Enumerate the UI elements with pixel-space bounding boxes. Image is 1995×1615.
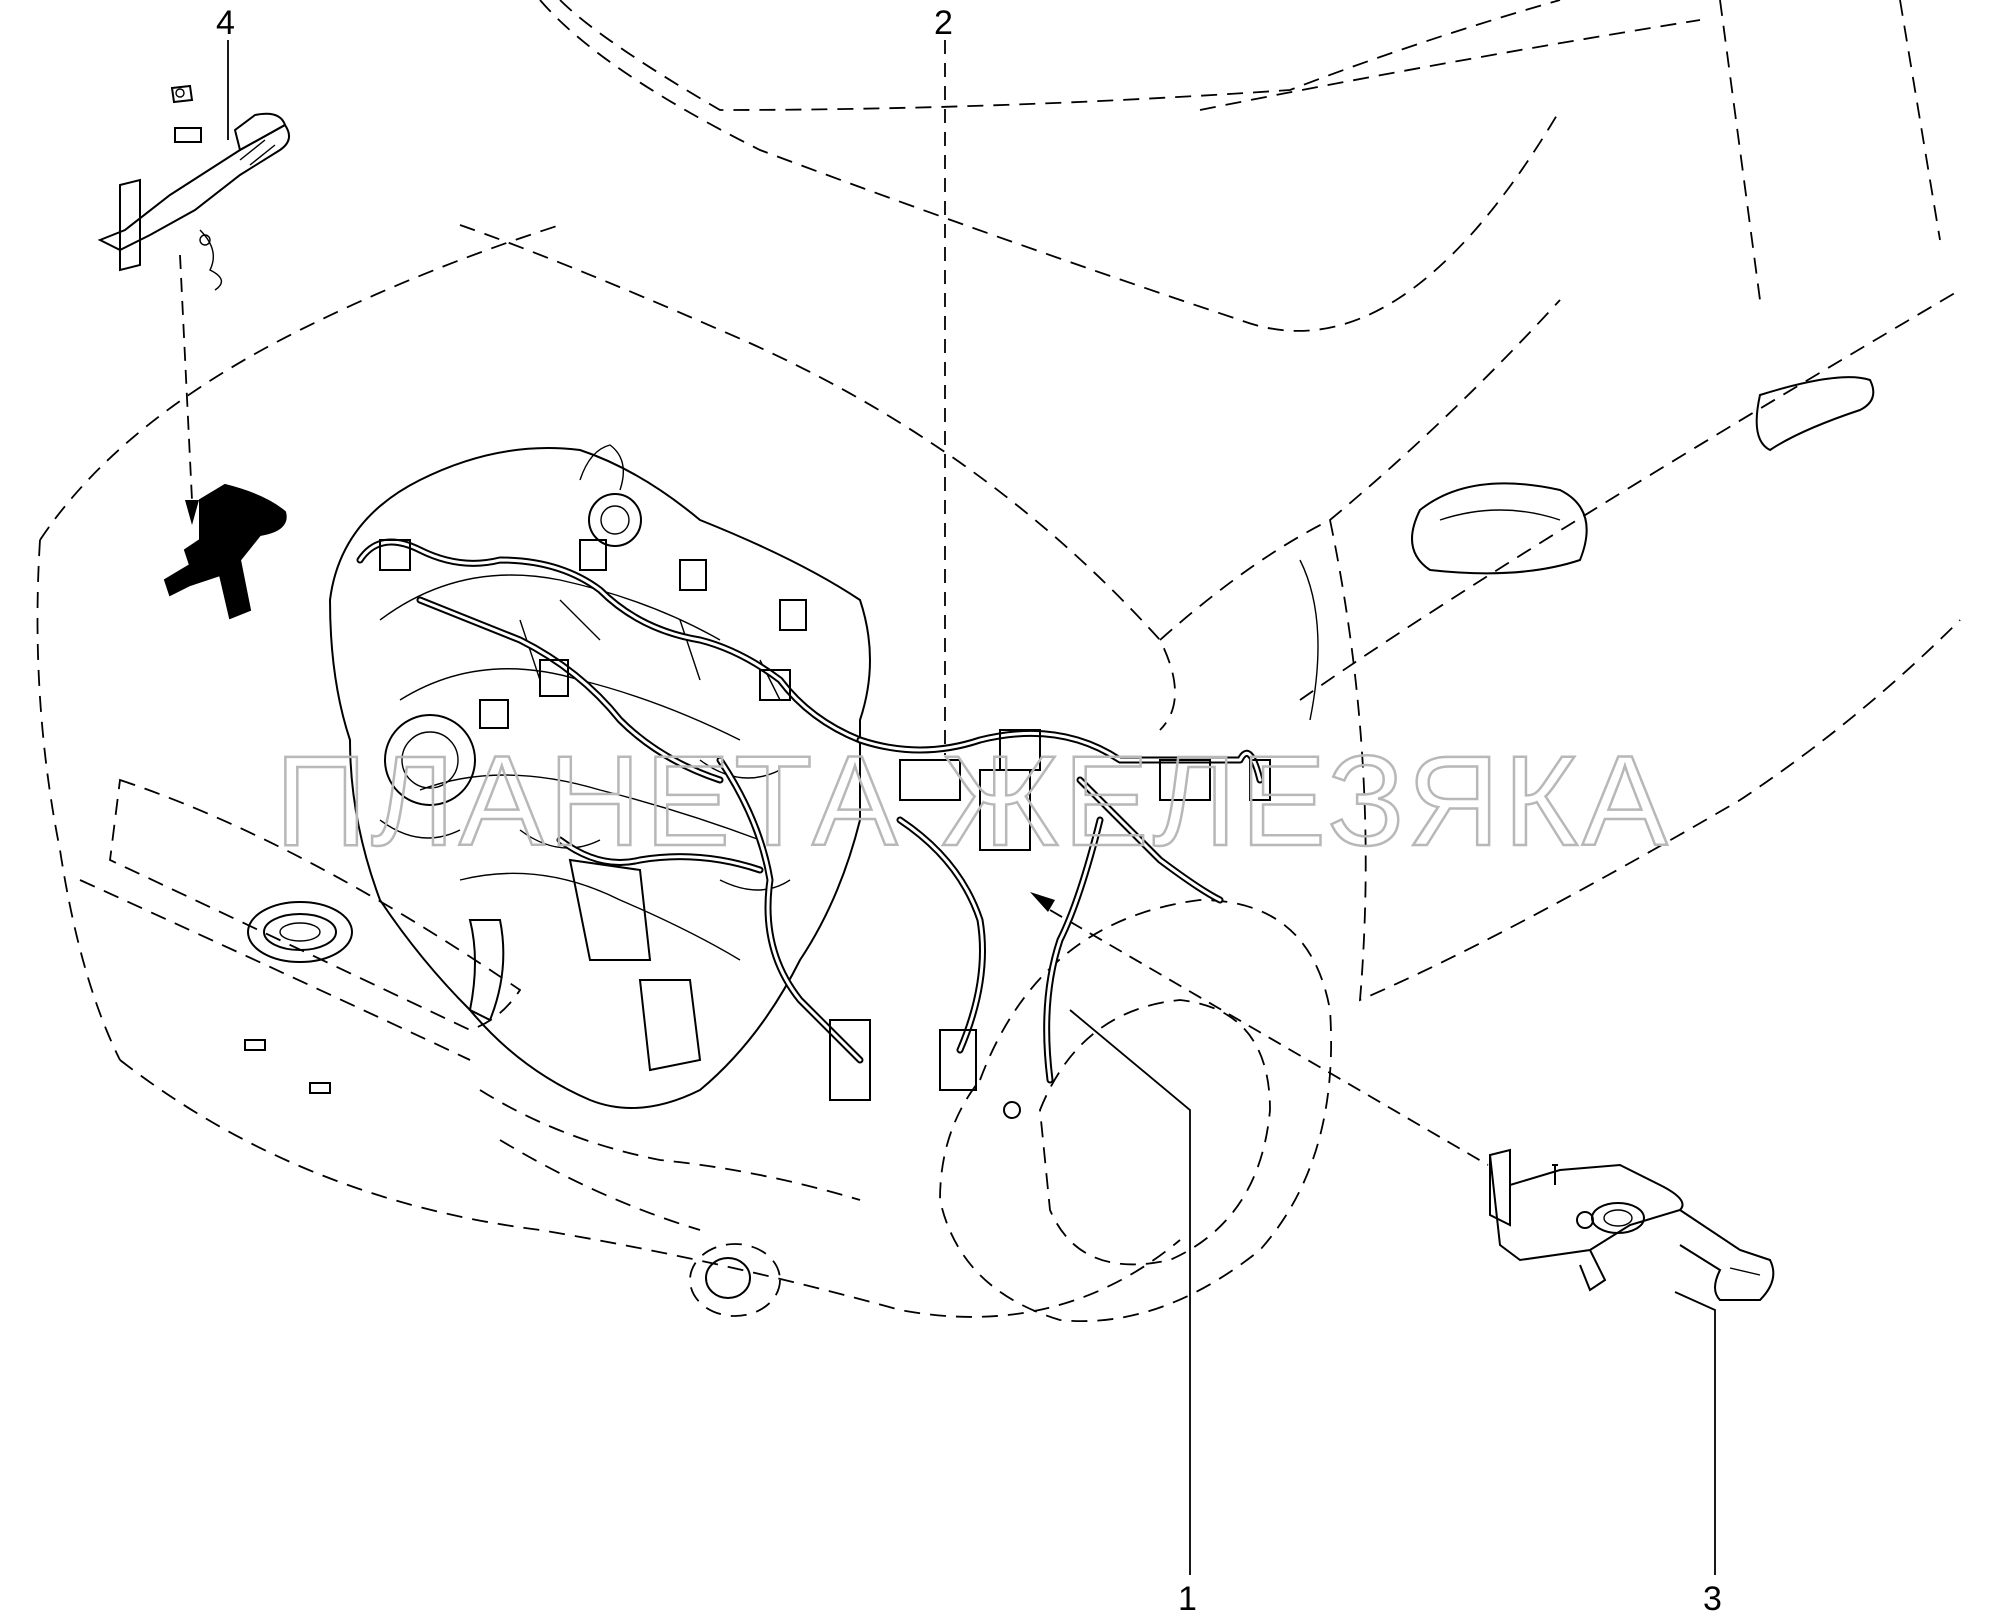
callout-label-3: 3 [1703,1580,1722,1615]
callout-label-2: 2 [934,4,953,42]
bracket-part-4 [97,84,290,291]
callout-label-1: 1 [1178,1580,1197,1615]
engine-wiring-harness [356,538,1271,1119]
bracket-part-3 [1488,1148,1775,1301]
car-body-outline [36,0,1961,1322]
callout-label-4: 4 [216,4,235,42]
leader-lines [179,40,1716,1575]
arrow-to-part-4 [185,500,199,525]
bracket-mounted-silhouette [163,483,287,620]
arrow-to-part-3 [1030,892,1055,912]
watermark: ПЛАНЕТА ЖЕЛЕЗЯКА [275,730,1671,873]
engine-assembly [328,444,871,1109]
